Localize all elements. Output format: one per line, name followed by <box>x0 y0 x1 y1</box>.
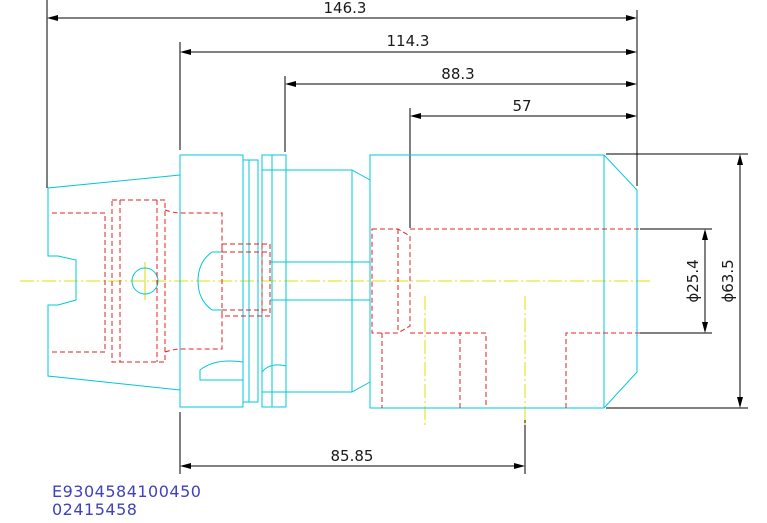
dim-flange-length: 114.3 <box>387 32 430 50</box>
dimension-labels: 146.3 114.3 88.3 57 85.85 ϕ25.4 ϕ63.5 <box>324 0 737 465</box>
dim-bore-depth: 57 <box>512 97 531 115</box>
hidden-lines <box>52 199 640 408</box>
dim-body-length: 88.3 <box>441 65 474 83</box>
part-outline <box>47 154 638 409</box>
dim-bottom-length: 85.85 <box>331 447 374 465</box>
center-lines <box>20 262 650 425</box>
dimension-lines <box>46 0 748 474</box>
part-code-secondary: 02415458 <box>52 500 138 519</box>
dim-overall-length: 146.3 <box>324 0 367 17</box>
part-code-primary: E9304584100450 <box>52 482 202 501</box>
dim-outer-diameter: ϕ63.5 <box>719 259 737 302</box>
dim-inner-diameter: ϕ25.4 <box>684 259 702 302</box>
